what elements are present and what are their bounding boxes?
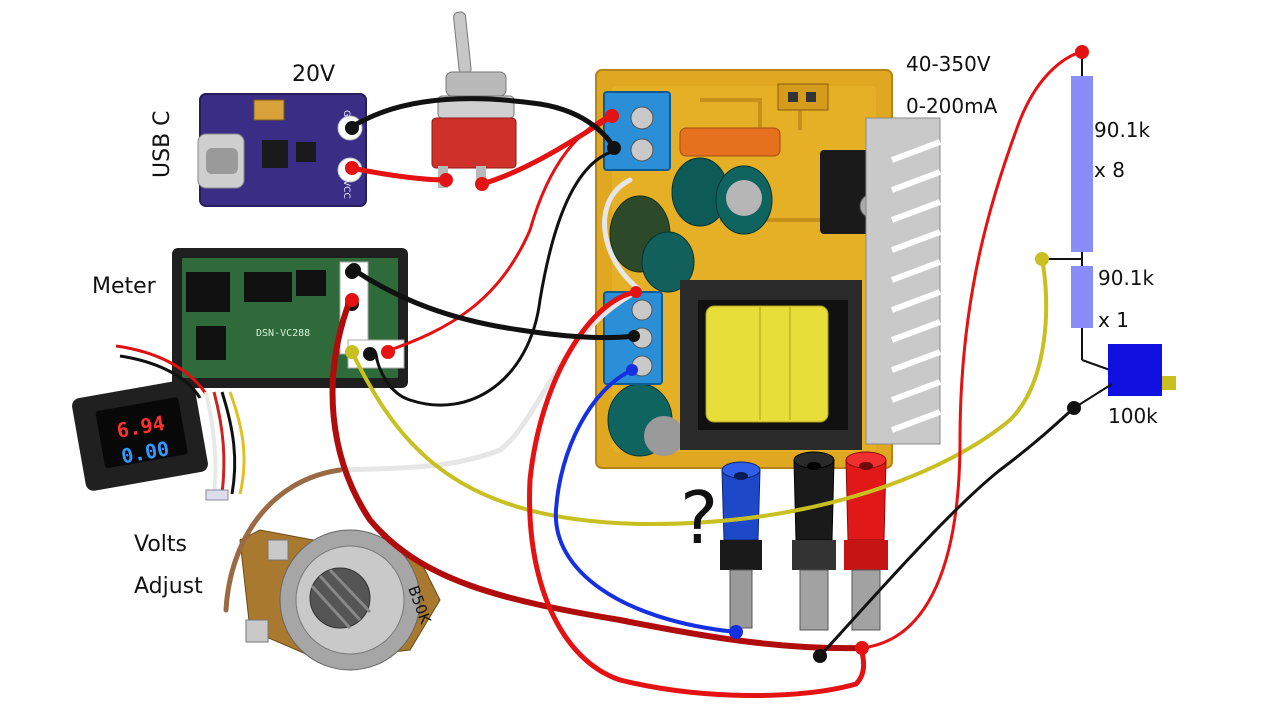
- capacitor-bottom: [607, 383, 684, 457]
- connection-dots: [345, 45, 1089, 663]
- resistor-90k-x1: [1071, 266, 1093, 328]
- panel-meter-board: DSN-VC288: [172, 248, 408, 388]
- wire-black-post: [818, 406, 1076, 658]
- resistor-90k-x8: [1071, 76, 1093, 252]
- range-voltage-label: 40-350V: [906, 52, 991, 76]
- usb-board-gnd-text: GND: [341, 110, 351, 131]
- wire-red-output: [527, 289, 867, 698]
- hv-boost-board: [595, 69, 970, 469]
- capacitor-top: [671, 157, 773, 235]
- range-current-label: 0-200mA: [906, 94, 998, 118]
- capacitor-left: [609, 195, 695, 293]
- volts-label: Volts: [134, 532, 188, 557]
- pot-100k-wiper: [1162, 376, 1176, 390]
- wire-brown: [223, 467, 343, 613]
- wire-red-switch: [479, 113, 615, 187]
- wire-black-meter-gnd: [351, 267, 637, 341]
- wire-black-usb-gnd: [347, 96, 617, 151]
- resistor-bottom-count: x 1: [1098, 308, 1129, 332]
- adjust-label: Adjust: [134, 574, 203, 599]
- question-mark: ?: [680, 476, 719, 560]
- wire-white: [337, 177, 643, 473]
- meter-label: Meter: [92, 274, 156, 299]
- wire-dark-red: [329, 297, 865, 652]
- digital-meter-display: 6.94 0.00: [72, 344, 246, 501]
- pot-100k-label: 100k: [1108, 404, 1158, 428]
- resistor-bottom-value: 90.1k: [1098, 266, 1155, 290]
- wire-blue: [553, 368, 738, 634]
- wire-red-hv: [860, 50, 1084, 650]
- usb-c-trigger-board: GND VCC: [197, 93, 367, 207]
- pot-100k: [1108, 344, 1162, 396]
- red-binding-post: [844, 451, 888, 631]
- heatsink: [865, 117, 970, 445]
- input-terminal-block: [603, 91, 671, 171]
- transformer: [680, 280, 862, 450]
- blue-binding-post: [720, 461, 762, 629]
- resistor-top-value: 90.1k: [1094, 118, 1151, 142]
- black-binding-post: [792, 451, 836, 631]
- wire-red-usb: [349, 165, 449, 183]
- resistor-top-count: x 8: [1094, 158, 1125, 182]
- wire-yellow: [350, 257, 1049, 527]
- voltage-20v-label: 20V: [292, 62, 336, 87]
- volts-adjust-pot: B50K: [239, 529, 441, 671]
- usb-c-label: USB C: [150, 110, 175, 178]
- usb-board-vcc-text: VCC: [341, 180, 351, 199]
- wire-black-return: [374, 148, 620, 407]
- meter-board-model: DSN-VC288: [256, 328, 310, 339]
